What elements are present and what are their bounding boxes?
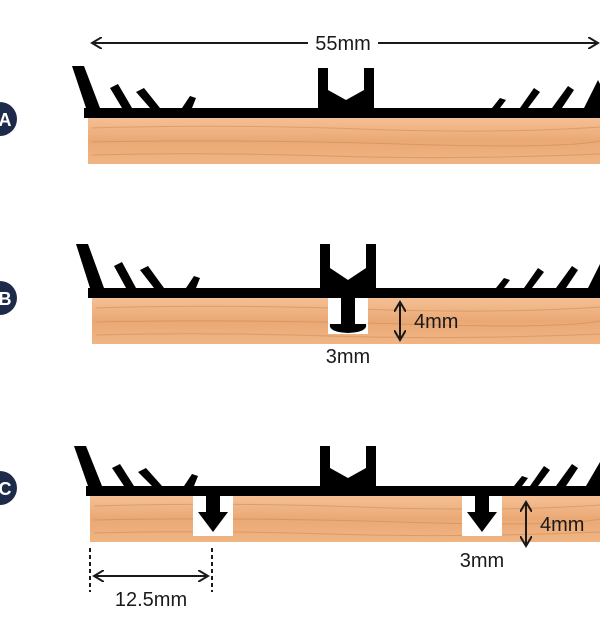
badge-a-label: A [0,110,12,130]
groove-width-label-c: 3mm [460,550,504,572]
tongue-head-b [329,324,367,333]
tongue-stem-c-left [206,496,220,514]
variant-a: A [0,66,600,164]
badge-a [0,102,17,136]
badge-c [0,471,17,505]
width-dimension: 55mm [92,33,598,55]
seal-profile-a [72,66,600,118]
tongue-stem-b [341,298,355,324]
offset-dimension-c: 12.5mm [89,548,213,611]
tongue-stem-c-right [475,496,489,514]
tongue-head-c-right [467,512,497,532]
groove-depth-label-b: 4mm [414,311,458,333]
badge-b [0,281,17,315]
badge-c-label: C [0,479,12,499]
seal-profile-c [74,446,600,532]
wood-board-c [90,496,600,542]
groove-depth-label-c: 4mm [540,514,584,536]
offset-label-c: 12.5mm [115,589,187,611]
badge-b-label: B [0,289,12,309]
tongue-head-c-left [198,512,228,532]
seal-profile-b [76,244,600,333]
width-label: 55mm [315,33,371,55]
groove-depth-dimension-b: 4mm [400,302,458,340]
groove-depth-dimension-c: 4mm [526,502,584,546]
variant-b: B 4mm 3mm [0,244,600,368]
variant-c: C 4mm 3mm [0,446,600,611]
wood-board-a [88,118,600,164]
groove-width-label-b: 3mm [326,346,370,368]
